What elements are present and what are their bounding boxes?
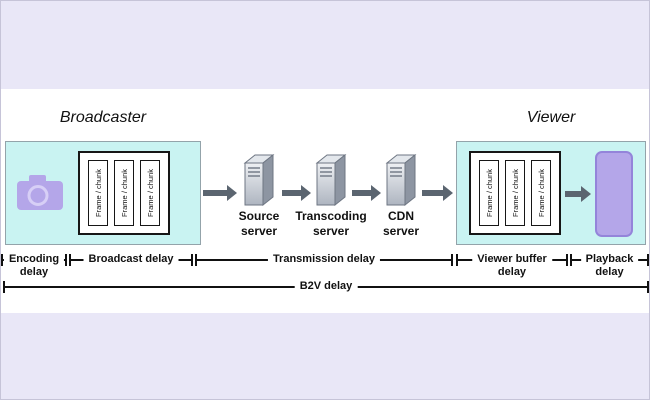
viewer-box: Frame / chunk Frame / chunk Frame / chun… [456, 141, 646, 245]
broadcast-delay-bracket: Broadcast delay [69, 253, 193, 281]
smartphone-icon [595, 151, 633, 237]
frame-chunk-label: Frame / chunk [536, 169, 546, 217]
transcoding-server-label: Transcoding server [295, 209, 367, 238]
frame-chunk-label: Frame / chunk [484, 169, 494, 217]
arrow-right-icon [282, 185, 311, 201]
transmission-delay-bracket: Transmission delay [195, 253, 453, 281]
b2v-delay-bracket: B2V delay [3, 280, 649, 308]
encoding-delay-bracket: Encoding delay [1, 253, 67, 281]
viewer-frame-buffer: Frame / chunk Frame / chunk Frame / chun… [469, 151, 561, 235]
source-server-label: Source server [238, 209, 280, 238]
cdn-server-label: CDN server [382, 209, 420, 238]
server-tower-icon [385, 153, 417, 207]
frame-chunk-cell: Frame / chunk [479, 160, 499, 226]
viewer-buffer-delay-label: Viewer buffer delay [472, 253, 552, 279]
playback-delay-bracket: Playback delay [570, 253, 649, 281]
arrow-right-icon [565, 186, 591, 202]
arrow-right-icon [203, 185, 237, 201]
viewer-label: Viewer [526, 109, 576, 126]
arrow-right-icon [422, 185, 453, 201]
frame-chunk-label: Frame / chunk [145, 169, 155, 217]
server-tower-icon [315, 153, 347, 207]
broadcaster-frame-buffer: Frame / chunk Frame / chunk Frame / chun… [78, 151, 170, 235]
server-tower-icon [243, 153, 275, 207]
frame-chunk-cell: Frame / chunk [531, 160, 551, 226]
frame-chunk-label: Frame / chunk [510, 169, 520, 217]
b2v-delay-label: B2V delay [294, 280, 358, 293]
frame-chunk-cell: Frame / chunk [140, 160, 160, 226]
frame-chunk-cell: Frame / chunk [114, 160, 134, 226]
playback-delay-label: Playback delay [580, 253, 639, 279]
encoding-delay-label: Encoding delay [3, 253, 65, 279]
broadcast-delay-label: Broadcast delay [83, 253, 179, 266]
broadcaster-box: Frame / chunk Frame / chunk Frame / chun… [5, 141, 201, 245]
arrow-right-icon [352, 185, 381, 201]
broadcaster-label: Broadcaster [59, 109, 147, 126]
frame-chunk-cell: Frame / chunk [88, 160, 108, 226]
transmission-delay-label: Transmission delay [267, 253, 381, 266]
viewer-buffer-delay-bracket: Viewer buffer delay [456, 253, 568, 281]
frame-chunk-label: Frame / chunk [93, 169, 103, 217]
camera-icon [17, 175, 63, 210]
frame-chunk-cell: Frame / chunk [505, 160, 525, 226]
frame-chunk-label: Frame / chunk [119, 169, 129, 217]
